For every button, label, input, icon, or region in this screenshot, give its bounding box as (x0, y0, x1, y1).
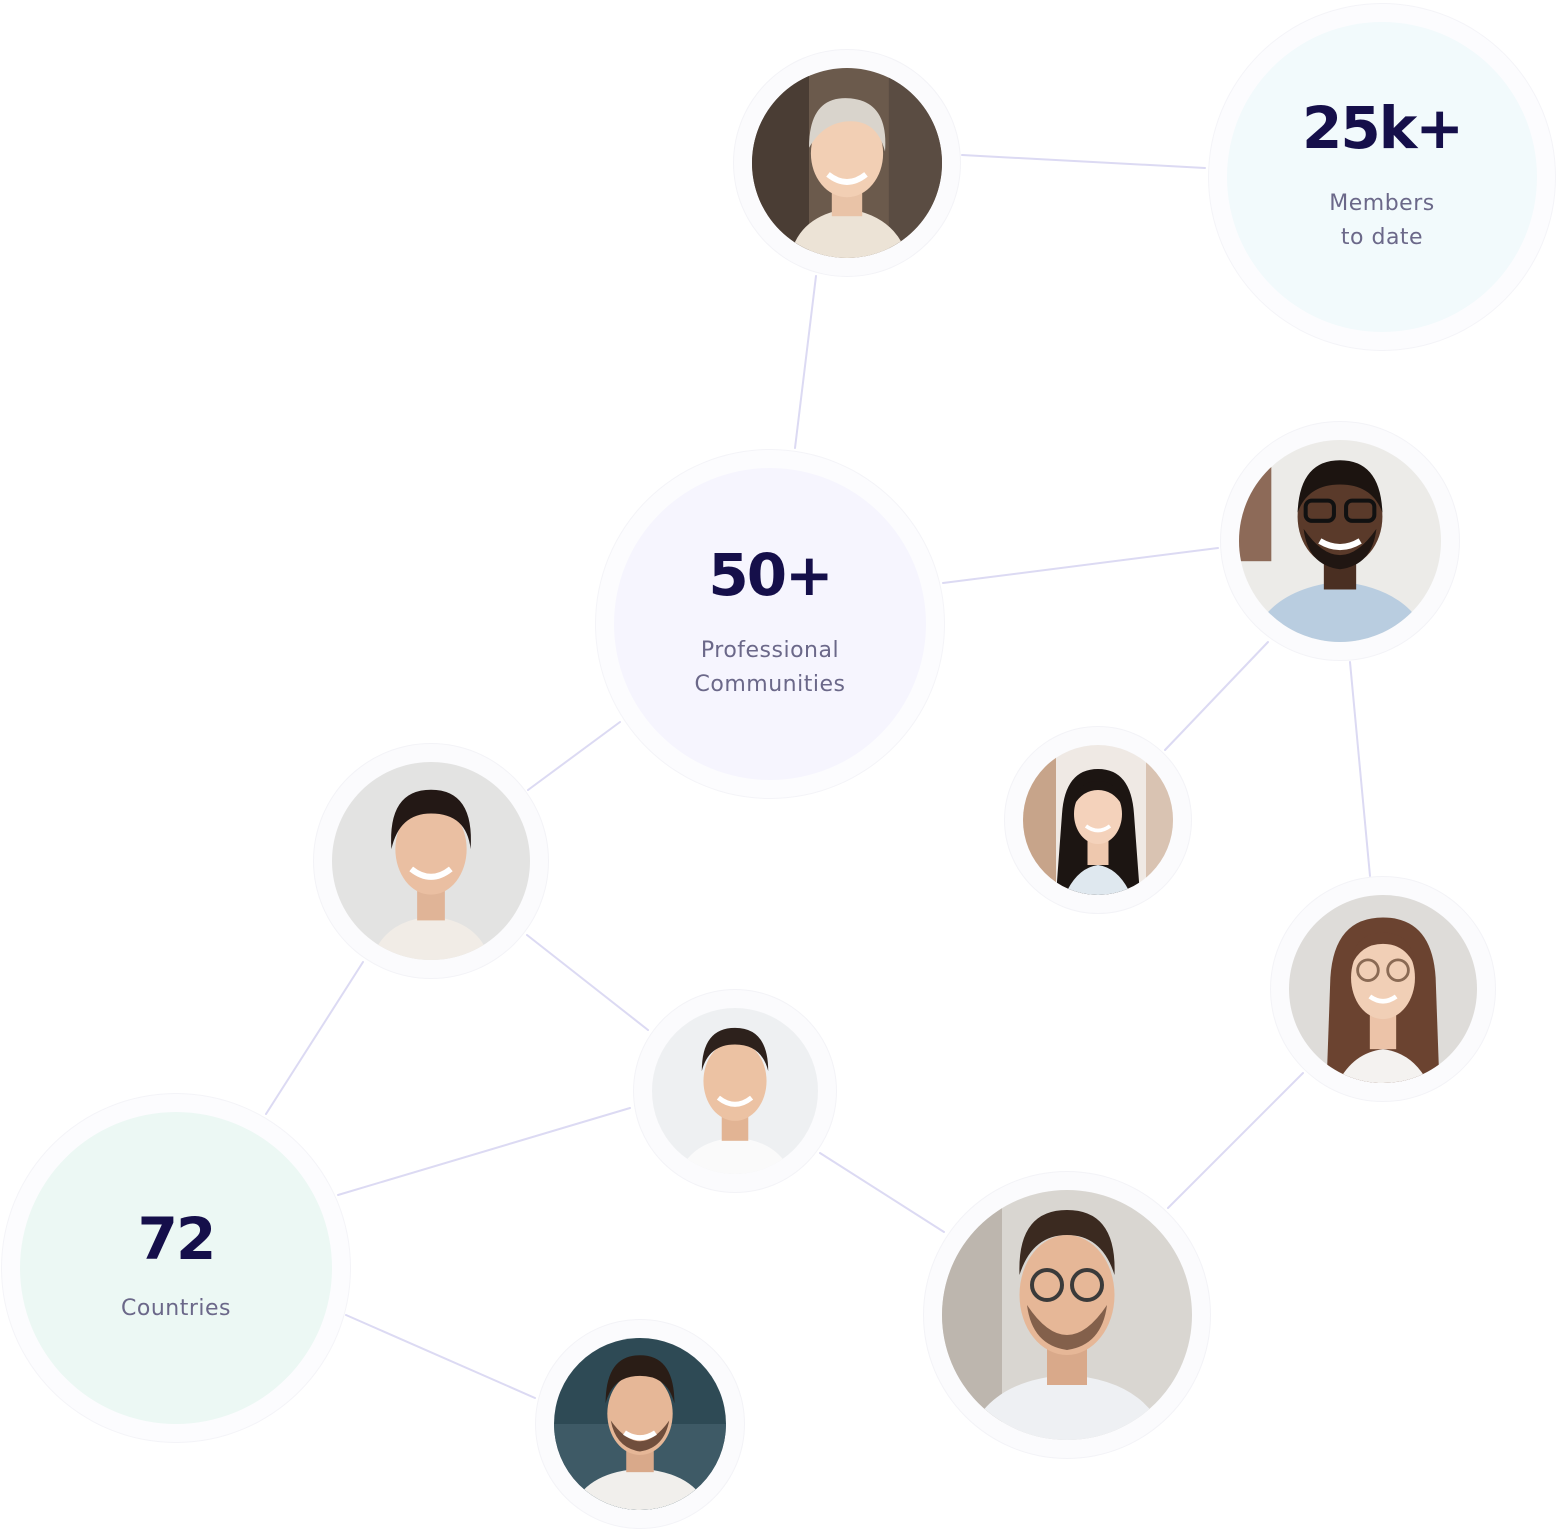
connector-line (345, 1314, 536, 1399)
woman-dark-hair-bun-icon (332, 762, 530, 960)
communities-stat-card: 50+ Professional Communities (614, 468, 926, 780)
connector-line (337, 1107, 631, 1196)
connector-line (819, 1152, 945, 1233)
man-glasses-stubble-icon (942, 1190, 1192, 1440)
communities-count: 50+ (708, 541, 833, 609)
member-avatar (1023, 745, 1173, 895)
members-stat-card: 25k+ Members to date (1227, 22, 1537, 332)
countries-count: 72 (137, 1205, 217, 1273)
woman-long-dark-hair-icon (1023, 745, 1173, 895)
connector-line (526, 934, 649, 1031)
connector-line (1167, 1072, 1304, 1209)
man-beard-smiling-icon (554, 1338, 726, 1510)
man-short-hair-smiling-icon (652, 1008, 818, 1174)
member-avatar (652, 1008, 818, 1174)
countries-stat-card: 72 Countries (20, 1112, 332, 1424)
connector-line (794, 275, 817, 449)
woman-glasses-long-hair-icon (1289, 895, 1477, 1083)
member-avatar (752, 68, 942, 258)
member-avatar (1239, 440, 1441, 642)
members-label: Members to date (1329, 191, 1435, 250)
members-count: 25k+ (1302, 94, 1464, 162)
connector-line (1164, 641, 1269, 751)
connector-line (961, 154, 1206, 169)
man-glasses-beard-icon (1239, 440, 1441, 642)
connector-line (942, 547, 1219, 584)
member-avatar (554, 1338, 726, 1510)
woman-short-blonde-hair-icon (752, 68, 942, 258)
countries-label: Countries (121, 1296, 231, 1321)
connector-line (1349, 661, 1371, 877)
communities-label: Professional Communities (694, 638, 846, 697)
member-avatar (1289, 895, 1477, 1083)
connector-line (265, 961, 364, 1115)
member-avatar (942, 1190, 1192, 1440)
member-avatar (332, 762, 530, 960)
connector-line (527, 721, 621, 791)
